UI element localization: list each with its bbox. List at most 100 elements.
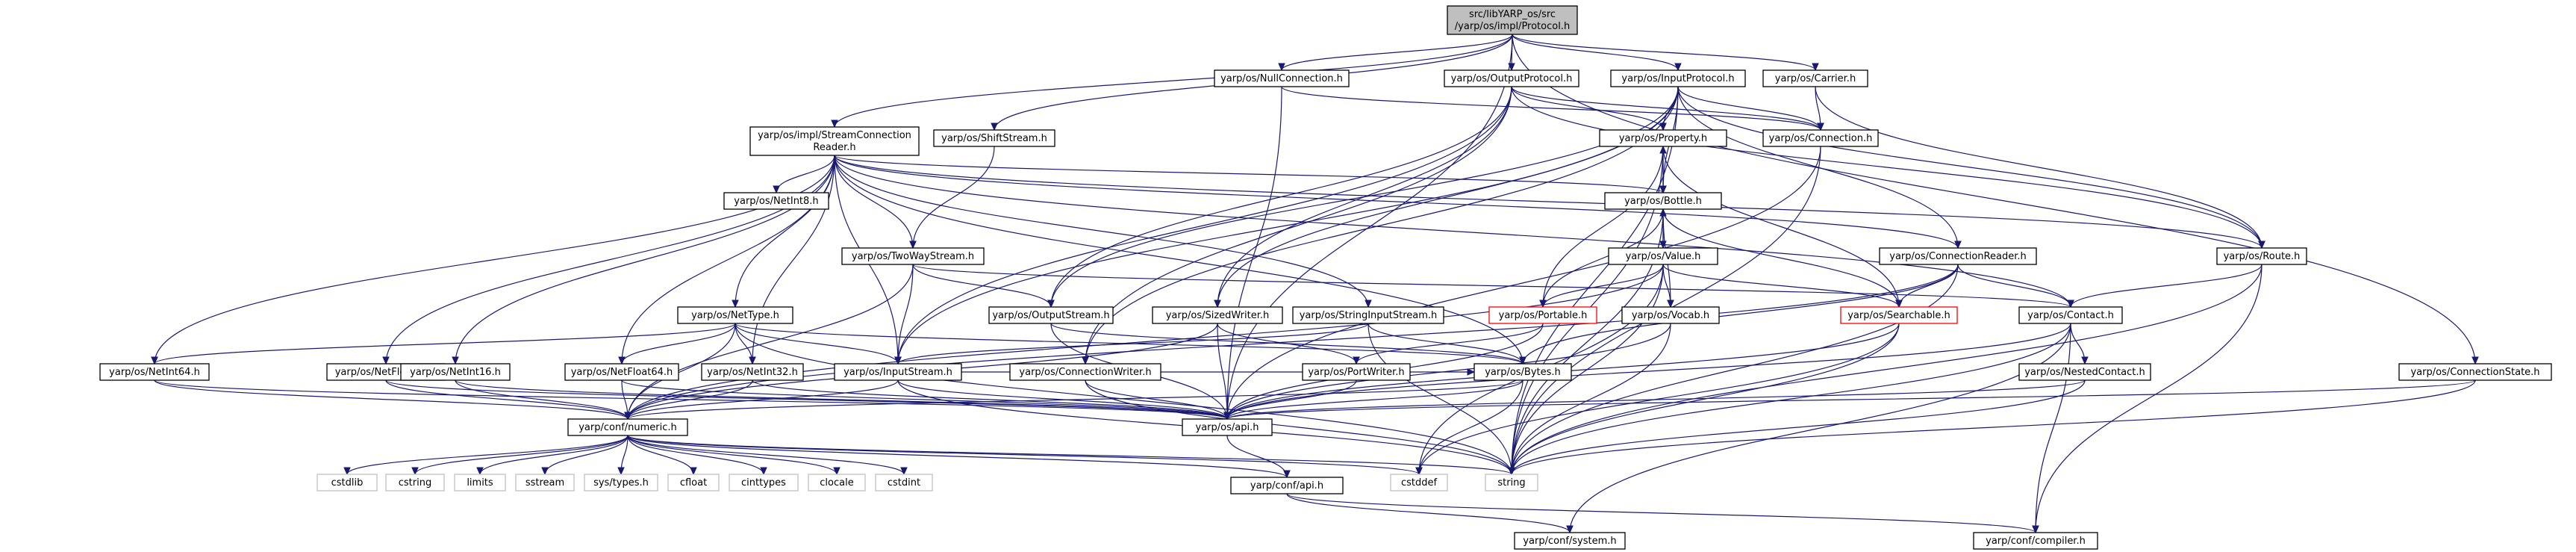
node-cstdint[interactable]: cstdint	[875, 474, 933, 491]
node-cfloat[interactable]: cfloat	[667, 474, 720, 491]
node-label: clocale	[820, 477, 853, 489]
node-outstream[interactable]: yarp/os/OutputStream.h	[988, 306, 1114, 324]
node-label: yarp/os/PortWriter.h	[1308, 367, 1404, 378]
edge-scr-to-connreader	[834, 155, 1962, 249]
edge-root-to-connstate	[1512, 34, 2479, 365]
edge-bytes-to-numeric	[624, 379, 1524, 421]
node-confapi[interactable]: yarp/conf/api.h	[1230, 477, 1344, 494]
node-label: /yarp/os/impl/Protocol.h	[1455, 21, 1570, 32]
node-connreader[interactable]: yarp/os/ConnectionReader.h	[1879, 247, 2037, 265]
edge-carrier-to-connection	[1815, 86, 1824, 131]
node-sstream[interactable]: sstream	[515, 474, 575, 491]
edge-value-to-portable	[1539, 264, 1664, 308]
node-netint8[interactable]: yarp/os/NetInt8.h	[723, 192, 829, 210]
node-portable[interactable]: yarp/os/Portable.h	[1488, 306, 1597, 324]
node-label: yarp/os/Searchable.h	[1847, 310, 1950, 321]
edge-connstate-to-string	[1508, 379, 2476, 476]
node-contact[interactable]: yarp/os/Contact.h	[2018, 306, 2123, 324]
edge-outproto-to-property	[1511, 86, 1667, 131]
edge-contact-to-nestedcontact	[2070, 323, 2089, 365]
node-connwriter[interactable]: yarp/os/ConnectionWriter.h	[1009, 363, 1161, 381]
node-nettype[interactable]: yarp/os/NetType.h	[677, 306, 793, 324]
edge-contact-to-compiler	[2032, 323, 2071, 534]
node-limits[interactable]: limits	[454, 474, 506, 491]
node-vocab[interactable]: yarp/os/Vocab.h	[1621, 306, 1720, 324]
edge-nettype-to-netint64	[151, 323, 736, 365]
node-clocale[interactable]: clocale	[808, 474, 866, 491]
edge-confapi-to-system	[1286, 493, 1574, 534]
edge-scr-to-netint8	[773, 155, 835, 194]
node-cstddef[interactable]: cstddef	[1390, 474, 1448, 491]
edge-property-to-searchable	[1662, 146, 1903, 308]
node-portwriter[interactable]: yarp/os/PortWriter.h	[1302, 363, 1411, 381]
node-label: yarp/os/Portable.h	[1499, 310, 1588, 321]
node-label: cstdlib	[331, 477, 364, 489]
node-label: sstream	[526, 477, 564, 489]
node-connection[interactable]: yarp/os/Connection.h	[1762, 129, 1879, 147]
node-system[interactable]: yarp/conf/system.h	[1514, 532, 1626, 550]
node-string[interactable]: string	[1485, 474, 1538, 491]
edge-numeric-to-cinttypes	[627, 435, 767, 476]
edge-scr-to-netfloat32	[382, 155, 835, 365]
edge-scr-to-netint64	[151, 155, 835, 365]
node-instream[interactable]: yarp/os/InputStream.h	[834, 363, 962, 381]
edge-numeric-to-cstdint	[627, 435, 908, 476]
node-property[interactable]: yarp/os/Property.h	[1599, 129, 1727, 147]
node-netint16[interactable]: yarp/os/NetInt16.h	[400, 363, 511, 381]
node-bytes[interactable]: yarp/os/Bytes.h	[1473, 363, 1572, 381]
node-twoway[interactable]: yarp/os/TwoWayStream.h	[841, 247, 985, 265]
node-netfloat64[interactable]: yarp/os/NetFloat64.h	[564, 363, 679, 381]
node-label: yarp/os/NestedContact.h	[2024, 367, 2145, 378]
node-root[interactable]: src/libYARP_os/src/yarp/os/impl/Protocol…	[1447, 5, 1578, 35]
node-systypes[interactable]: sys/types.h	[584, 474, 658, 491]
node-nullconn[interactable]: yarp/os/NullConnection.h	[1214, 69, 1350, 87]
node-value[interactable]: yarp/os/Value.h	[1608, 247, 1718, 265]
node-outproto[interactable]: yarp/os/OutputProtocol.h	[1444, 69, 1579, 87]
node-nestedcontact[interactable]: yarp/os/NestedContact.h	[2018, 363, 2151, 381]
node-inproto[interactable]: yarp/os/InputProtocol.h	[1610, 69, 1746, 87]
edge-root-to-nullconn	[1278, 34, 1513, 72]
edge-numeric-to-limits	[476, 435, 629, 476]
node-label: cstring	[399, 477, 431, 489]
node-label: yarp/os/impl/StreamConnection	[758, 130, 911, 141]
edge-scr-to-contact	[834, 155, 2074, 308]
node-label: src/libYARP_os/src	[1469, 9, 1556, 20]
node-connstate[interactable]: yarp/os/ConnectionState.h	[2398, 363, 2552, 381]
node-netint32[interactable]: yarp/os/NetInt32.h	[701, 363, 804, 381]
node-label: yarp/os/Route.h	[2224, 251, 2301, 262]
node-cinttypes[interactable]: cinttypes	[729, 474, 799, 491]
edge-connstate-to-api	[1223, 379, 2476, 421]
edge-scr-to-strinput	[834, 155, 1372, 308]
node-shift[interactable]: yarp/os/ShiftStream.h	[933, 129, 1055, 147]
node-api[interactable]: yarp/os/api.h	[1182, 418, 1273, 436]
node-label: yarp/os/ConnectionReader.h	[1889, 251, 2027, 262]
edge-route-to-compiler	[2032, 264, 2262, 534]
node-label: string	[1497, 477, 1525, 489]
node-sizedwriter[interactable]: yarp/os/SizedWriter.h	[1152, 306, 1283, 324]
node-carrier[interactable]: yarp/os/Carrier.h	[1762, 69, 1868, 87]
node-numeric[interactable]: yarp/conf/numeric.h	[567, 418, 688, 436]
edge-value-to-numeric	[624, 264, 1664, 421]
node-searchable[interactable]: yarp/os/Searchable.h	[1840, 306, 1958, 324]
node-label: yarp/os/NetType.h	[691, 310, 779, 321]
edge-portwriter-to-api	[1223, 379, 1357, 421]
node-label: yarp/os/TwoWayStream.h	[852, 251, 974, 262]
node-label: cstddef	[1401, 477, 1438, 489]
node-cstring[interactable]: cstring	[385, 474, 445, 491]
node-netint64[interactable]: yarp/os/NetInt64.h	[99, 363, 210, 381]
node-cstdlib[interactable]: cstdlib	[316, 474, 378, 491]
node-bottle[interactable]: yarp/os/Bottle.h	[1604, 192, 1722, 210]
edge-outproto-to-route	[1511, 86, 2265, 249]
edge-netint64-to-numeric	[154, 379, 631, 421]
node-route[interactable]: yarp/os/Route.h	[2216, 247, 2307, 265]
edge-root-to-inproto	[1512, 34, 1682, 72]
node-label: yarp/os/Contact.h	[2027, 310, 2114, 321]
node-label: yarp/os/SizedWriter.h	[1166, 310, 1270, 321]
node-strinput[interactable]: yarp/os/StringInputStream.h	[1292, 306, 1444, 324]
node-compiler[interactable]: yarp/conf/compiler.h	[1973, 532, 2098, 550]
node-label: cinttypes	[741, 477, 786, 489]
node-label: yarp/os/Vocab.h	[1632, 310, 1709, 321]
edge-scr-to-bottle	[834, 155, 1667, 194]
